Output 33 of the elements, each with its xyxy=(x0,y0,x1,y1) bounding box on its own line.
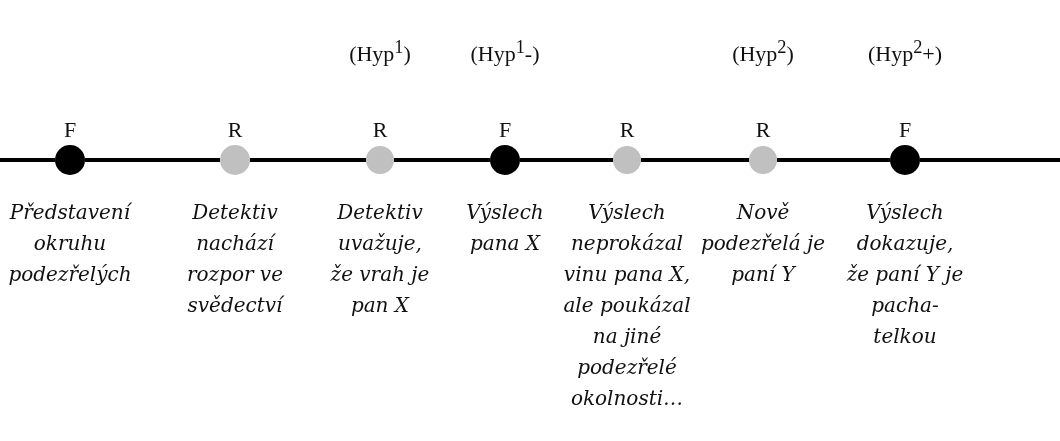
hypothesis-label: (Hyp$^{1}$-) xyxy=(470,36,540,67)
event-type-label: R xyxy=(619,118,635,142)
event-type-label: F xyxy=(498,118,512,142)
event-type-label: R xyxy=(372,118,388,142)
timeline-dot xyxy=(55,145,85,175)
hypothesis-label: (Hyp$^{1}$) xyxy=(349,36,411,67)
timeline-dot xyxy=(749,146,777,174)
timeline-dot xyxy=(490,145,520,175)
timeline-line xyxy=(394,158,490,162)
event-description: Detektiv uvažuje, že vrah je pan X xyxy=(329,199,431,319)
hypothesis-label: (Hyp$^{2}$) xyxy=(732,36,794,67)
timeline-line xyxy=(520,158,613,162)
timeline-dot xyxy=(366,146,394,174)
event-description: Výslech pana X xyxy=(465,199,545,257)
event-type-label: R xyxy=(755,118,771,142)
timeline-line xyxy=(777,158,890,162)
event-description: Představení okruhu podezřelých xyxy=(7,199,133,288)
event-description: Výslech dokazuje, že paní Y je pacha- telkou xyxy=(845,199,965,350)
event-type-label: R xyxy=(227,118,243,142)
hypothesis-label: (Hyp$^{2}$+) xyxy=(867,36,943,67)
timeline-dot xyxy=(220,145,250,175)
timeline-line xyxy=(250,158,366,162)
event-description: Nově podezřelá je paní Y xyxy=(699,199,827,288)
event-description: Detektiv nachází rozpor ve svědectví xyxy=(185,199,285,319)
timeline-line xyxy=(85,158,220,162)
event-description: Výslech neprokázal vinu pana X, ale poukázal na jiné podezřelé okolnosti… xyxy=(562,199,692,412)
event-type-label: F xyxy=(898,118,912,142)
event-type-label: F xyxy=(63,118,77,142)
timeline-line xyxy=(641,158,749,162)
timeline-dot xyxy=(890,145,920,175)
timeline-line xyxy=(0,158,55,162)
timeline-dot xyxy=(613,146,641,174)
timeline-line xyxy=(920,158,1060,162)
